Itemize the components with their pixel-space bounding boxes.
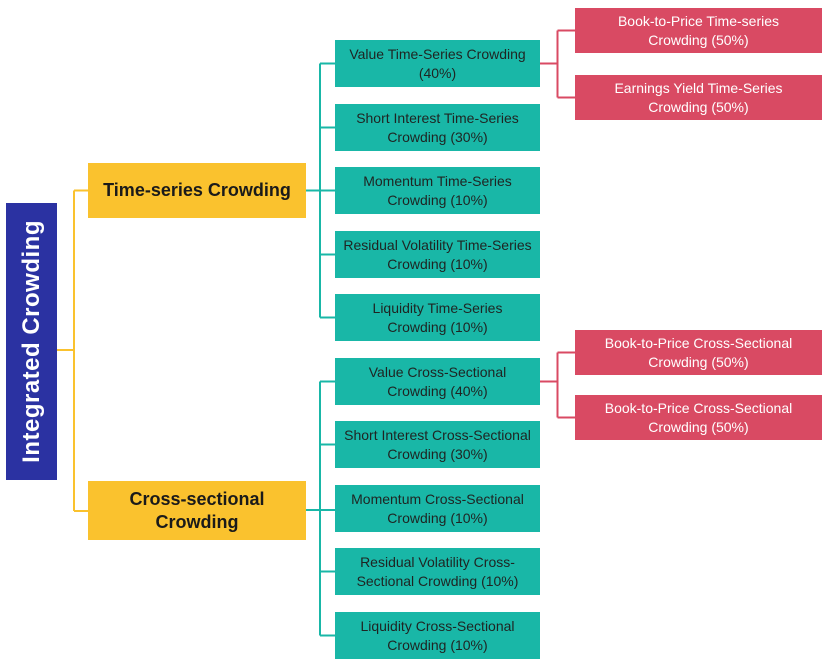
cross-sectional-leaf-connector <box>306 380 335 637</box>
root-node-label: Integrated Crowding <box>17 220 45 463</box>
leaf-node-value-cross-sectional: Value Cross-Sectional Crowding (40%) <box>335 358 540 405</box>
value-time-series-subleaf-connector <box>540 29 575 99</box>
root-branch-connector <box>57 189 88 512</box>
value-cross-sectional-subleaf-connector <box>540 351 575 419</box>
subleaf-node-earnings-yield-time-series: Earnings Yield Time-Series Crowding (50%… <box>575 75 822 120</box>
subleaf-node-book-to-price-cross-sectional-2: Book-to-Price Cross-Sectional Crowding (… <box>575 395 822 440</box>
branch-node-time-series: Time-series Crowding <box>88 163 306 218</box>
subleaf-node-book-to-price-time-series: Book-to-Price Time-series Crowding (50%) <box>575 8 822 53</box>
leaf-node-momentum-time-series: Momentum Time-Series Crowding (10%) <box>335 167 540 214</box>
time-series-leaf-connector <box>306 62 335 319</box>
leaf-node-short-interest-cross-sectional: Short Interest Cross-Sectional Crowding … <box>335 421 540 468</box>
leaf-node-short-interest-time-series: Short Interest Time-Series Crowding (30%… <box>335 104 540 151</box>
subleaf-node-book-to-price-cross-sectional-1: Book-to-Price Cross-Sectional Crowding (… <box>575 330 822 375</box>
root-node-integrated-crowding: Integrated Crowding <box>6 203 57 480</box>
leaf-node-value-time-series: Value Time-Series Crowding (40%) <box>335 40 540 87</box>
leaf-node-residual-volatility-cross-sectional: Residual Volatility Cross- Sectional Cro… <box>335 548 540 595</box>
leaf-node-residual-volatility-time-series: Residual Volatility Time-Series Crowding… <box>335 231 540 278</box>
leaf-node-momentum-cross-sectional: Momentum Cross-Sectional Crowding (10%) <box>335 485 540 532</box>
leaf-node-liquidity-cross-sectional: Liquidity Cross-Sectional Crowding (10%) <box>335 612 540 659</box>
leaf-node-liquidity-time-series: Liquidity Time-Series Crowding (10%) <box>335 294 540 341</box>
branch-node-cross-sectional: Cross-sectional Crowding <box>88 481 306 540</box>
